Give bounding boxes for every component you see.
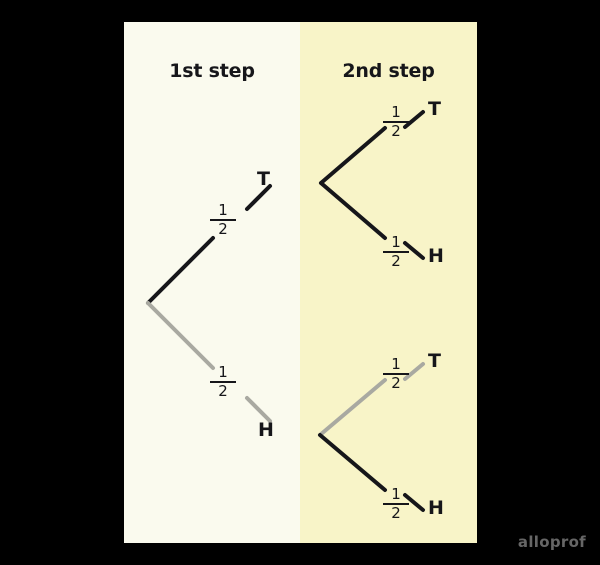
fraction-numerator: 1 — [391, 355, 401, 373]
outcome-s2-H-H: H — [428, 497, 444, 519]
branch-s2-T-H-lower-seg — [403, 241, 425, 260]
outcome-s2-T-T: T — [428, 98, 441, 120]
panel-first-step: 1st step — [124, 22, 300, 543]
branch-s1-H-lower-seg — [245, 396, 272, 423]
fraction-s1-H: 1 2 — [208, 365, 238, 399]
fraction-bar — [383, 121, 409, 123]
branch-s2-H-H-lower-seg — [403, 493, 425, 512]
fraction-numerator: 1 — [218, 201, 228, 219]
branch-s2-H-T-lower-seg — [318, 378, 387, 437]
outcome-s1-H: H — [258, 419, 274, 441]
fraction-denominator: 2 — [218, 382, 228, 400]
fraction-denominator: 2 — [391, 252, 401, 270]
fraction-s2-T-H: 1 2 — [381, 235, 411, 269]
fraction-s1-T: 1 2 — [208, 203, 238, 237]
branch-s2-T-T-lower-seg — [319, 126, 387, 185]
fraction-bar — [383, 373, 409, 375]
branch-s2-T-H-upper-seg — [319, 181, 387, 240]
fraction-denominator: 2 — [391, 122, 401, 140]
panel-second-step: 2nd step — [300, 22, 477, 543]
fraction-numerator: 1 — [391, 233, 401, 251]
branch-s1-T-upper-seg — [245, 184, 272, 211]
branch-s2-T-T-upper-seg — [403, 110, 425, 129]
fraction-denominator: 2 — [218, 220, 228, 238]
fraction-s2-H-T: 1 2 — [381, 357, 411, 391]
fraction-denominator: 2 — [391, 504, 401, 522]
outcome-s2-H-T: T — [428, 350, 441, 372]
watermark-alloprof: alloprof — [517, 533, 586, 551]
panel-second-step-title: 2nd step — [342, 60, 435, 82]
fraction-bar — [210, 219, 236, 221]
fraction-bar — [383, 251, 409, 253]
branch-s1-H-upper-seg — [146, 301, 215, 370]
fraction-s2-T-T: 1 2 — [381, 105, 411, 139]
fraction-bar — [210, 381, 236, 383]
fraction-denominator: 2 — [391, 374, 401, 392]
branch-s1-T-lower-seg — [146, 236, 215, 305]
branch-s2-H-H-upper-seg — [318, 433, 387, 492]
outcome-s2-T-H: H — [428, 245, 444, 267]
fraction-numerator: 1 — [391, 485, 401, 503]
fraction-numerator: 1 — [218, 363, 228, 381]
fraction-s2-H-H: 1 2 — [381, 487, 411, 521]
branch-s2-H-T-upper-seg — [403, 362, 425, 381]
outcome-s1-T: T — [257, 168, 270, 190]
fraction-numerator: 1 — [391, 103, 401, 121]
fraction-bar — [383, 503, 409, 505]
panel-first-step-title: 1st step — [169, 60, 255, 82]
